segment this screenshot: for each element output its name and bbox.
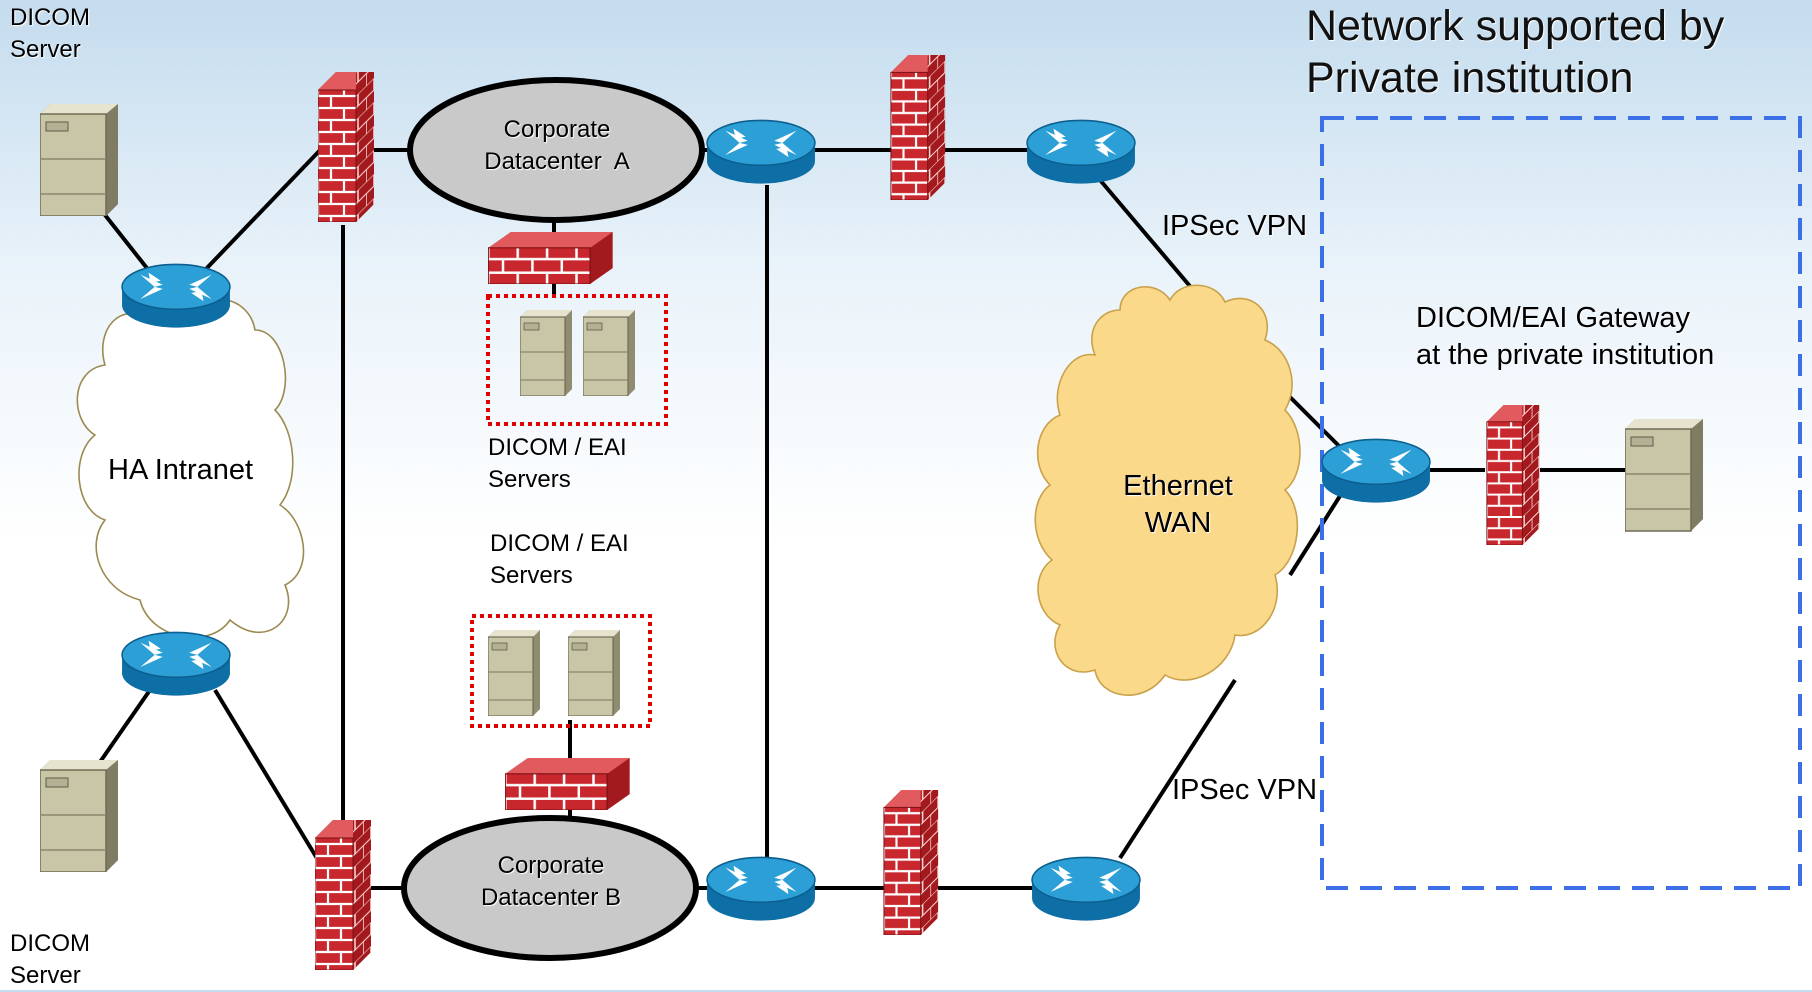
server-icon bbox=[1625, 418, 1703, 532]
label-line: DICOM bbox=[10, 4, 90, 31]
dicom-server-top-label: DICOM Server bbox=[10, 2, 90, 66]
firewall-icon bbox=[883, 790, 939, 935]
label-line: WAN bbox=[1144, 507, 1212, 539]
server-icon bbox=[40, 104, 118, 216]
router-icon bbox=[121, 631, 231, 697]
servers-b-box bbox=[470, 614, 652, 728]
label-line: DICOM bbox=[10, 930, 90, 957]
label-line: Datacenter B bbox=[480, 884, 622, 911]
servers-a-box bbox=[486, 294, 668, 426]
router-icon bbox=[706, 856, 816, 922]
datacenter-b-ellipse bbox=[401, 815, 699, 961]
firewall-icon bbox=[315, 820, 371, 970]
label-line: DICOM / EAI bbox=[488, 434, 627, 461]
label-line: DICOM/EAI Gateway bbox=[1416, 302, 1690, 334]
title-line: Network supported by bbox=[1306, 2, 1725, 50]
servers-b-label: DICOM / EAI Servers bbox=[490, 528, 629, 592]
server-icon bbox=[488, 630, 540, 716]
server-icon bbox=[520, 310, 572, 396]
label-line: Servers bbox=[490, 562, 573, 589]
label-line: Corporate bbox=[503, 116, 611, 143]
label-line: Datacenter A bbox=[484, 148, 630, 175]
label-line: Server bbox=[10, 36, 81, 63]
firewall-icon bbox=[318, 72, 374, 222]
firewall-icon bbox=[488, 232, 613, 284]
firewall-icon bbox=[890, 55, 946, 200]
label-line: at the private institution bbox=[1416, 339, 1715, 371]
ethernet-wan-label: Ethernet WAN bbox=[1098, 468, 1258, 542]
router-icon bbox=[121, 263, 231, 329]
server-icon bbox=[568, 630, 620, 716]
router-icon bbox=[1321, 438, 1431, 504]
datacenter-a-ellipse bbox=[407, 77, 705, 223]
datacenter-a-label: Corporate Datacenter A bbox=[462, 114, 652, 178]
router-icon bbox=[706, 119, 816, 185]
gateway-label: DICOM/EAI Gateway at the private institu… bbox=[1416, 300, 1714, 374]
label-line: Corporate bbox=[497, 852, 605, 879]
server-icon bbox=[40, 760, 118, 872]
label-line: DICOM / EAI bbox=[490, 530, 629, 557]
servers-a-label: DICOM / EAI Servers bbox=[488, 432, 627, 496]
firewall-icon bbox=[1486, 405, 1540, 545]
connection-lines bbox=[98, 143, 1625, 890]
ipsec-vpn-bottom-label: IPSec VPN bbox=[1172, 774, 1318, 806]
ha-intranet-cloud bbox=[76, 294, 305, 639]
ha-intranet-label: HA Intranet bbox=[108, 454, 254, 486]
router-icon bbox=[1026, 119, 1136, 185]
datacenter-b-label: Corporate Datacenter B bbox=[456, 850, 646, 914]
server-icon bbox=[583, 310, 635, 396]
title-line: Private institution bbox=[1306, 54, 1634, 102]
dicom-server-bottom-label: DICOM Server bbox=[10, 928, 90, 992]
ethernet-wan-cloud bbox=[1034, 284, 1301, 696]
page-title: Network supported by Private institution bbox=[1306, 0, 1724, 104]
private-institution-boundary bbox=[1320, 116, 1802, 890]
ipsec-vpn-top-label: IPSec VPN bbox=[1162, 210, 1308, 242]
firewall-icon bbox=[505, 758, 630, 810]
router-icon bbox=[1031, 856, 1141, 922]
label-line: Servers bbox=[488, 466, 571, 493]
label-line: Server bbox=[10, 962, 81, 989]
label-line: Ethernet bbox=[1123, 470, 1233, 502]
